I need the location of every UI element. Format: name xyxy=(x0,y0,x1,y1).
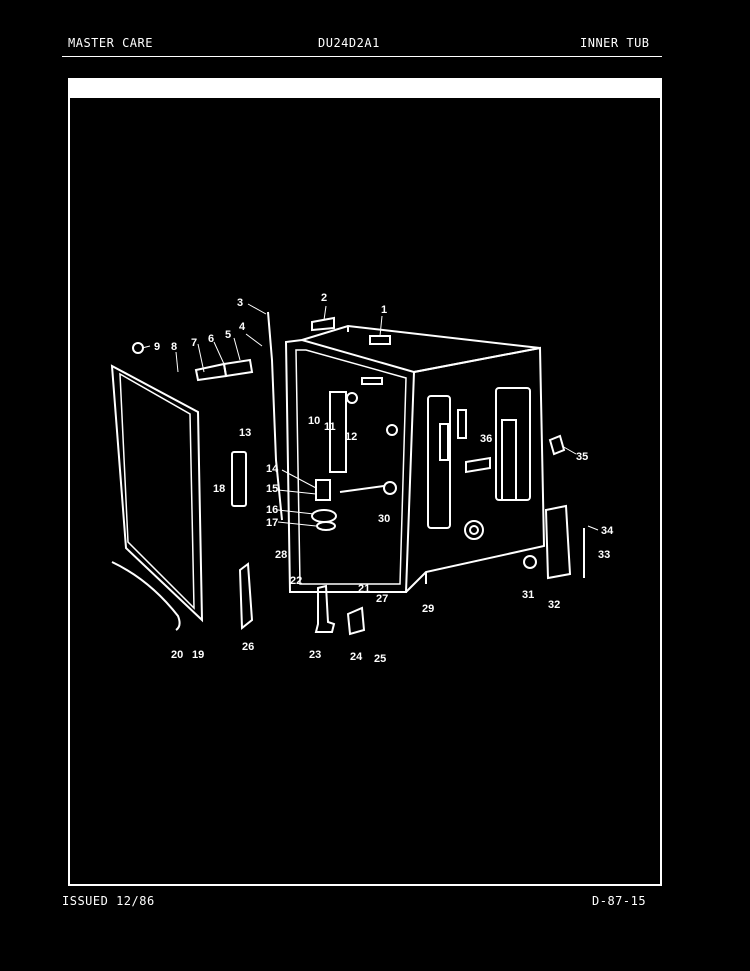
callout-15: 15 xyxy=(266,483,278,495)
diagram-frame xyxy=(68,78,662,886)
hinge-cover-13 xyxy=(231,451,247,507)
callout-23: 23 xyxy=(309,649,321,661)
tub-side xyxy=(405,346,546,593)
callout-8: 8 xyxy=(171,341,177,353)
frame-top-band xyxy=(68,78,662,98)
callout-5: 5 xyxy=(225,329,231,341)
callout-14: 14 xyxy=(266,463,279,475)
header-model: DU24D2A1 xyxy=(318,36,380,50)
callout-21: 21 xyxy=(358,583,370,595)
callout-30: 30 xyxy=(378,513,390,525)
bracket-7 xyxy=(194,362,228,382)
callout-3: 3 xyxy=(237,297,243,309)
callout-17: 17 xyxy=(266,517,278,529)
callout-7: 7 xyxy=(191,337,197,349)
roller-31 xyxy=(523,555,537,569)
header-rule xyxy=(62,56,662,57)
tub-top xyxy=(301,324,541,373)
callout-1: 1 xyxy=(381,304,387,316)
callout-19: 19 xyxy=(192,649,204,661)
callout-33: 33 xyxy=(598,549,610,561)
callout-29: 29 xyxy=(422,603,434,615)
callout-28: 28 xyxy=(275,549,287,561)
callout-20: 20 xyxy=(171,649,183,661)
callout-16: 16 xyxy=(266,504,278,516)
gasket-tail xyxy=(111,561,181,631)
vent-1 xyxy=(369,335,391,345)
footer-issued: ISSUED 12/86 xyxy=(62,894,155,908)
tub-front-frame xyxy=(284,338,416,593)
callout-24: 24 xyxy=(350,651,363,663)
callout-10: 10 xyxy=(308,415,320,427)
callout-11: 11 xyxy=(324,421,336,433)
leader-lines xyxy=(141,303,599,531)
bumper-9 xyxy=(132,342,144,354)
callout-18: 18 xyxy=(213,483,225,495)
header-section: INNER TUB xyxy=(580,36,650,50)
footer-code: D-87-15 xyxy=(592,894,647,908)
spray-arm-hub xyxy=(311,509,337,523)
side-port xyxy=(464,520,484,540)
callout-9: 9 xyxy=(154,341,160,353)
callout-35: 35 xyxy=(576,451,588,463)
part-callouts: 1 2 3 4 5 6 7 8 9 10 11 12 13 14 15 16 1… xyxy=(154,292,614,665)
fitting-30 xyxy=(383,481,397,495)
clip-2 xyxy=(311,316,335,332)
callout-12: 12 xyxy=(345,431,357,443)
bracket-32 xyxy=(544,504,572,580)
door-gasket xyxy=(110,364,204,623)
callout-2: 2 xyxy=(321,292,327,304)
callout-26: 26 xyxy=(242,641,254,653)
callout-25: 25 xyxy=(374,653,386,665)
bracket-6 xyxy=(222,358,254,378)
inner-vent xyxy=(329,391,347,473)
bracket-24 xyxy=(346,606,366,636)
callout-32: 32 xyxy=(548,599,560,611)
callout-34: 34 xyxy=(601,525,614,537)
callout-27: 27 xyxy=(376,593,388,605)
inner-tub-drawing xyxy=(110,311,585,636)
callout-4: 4 xyxy=(239,321,246,333)
callout-31: 31 xyxy=(522,589,534,601)
hinge-23 xyxy=(314,584,336,633)
callout-36: 36 xyxy=(480,433,492,445)
clip-35 xyxy=(548,434,566,456)
hinge-arm-26 xyxy=(238,562,254,631)
callout-13: 13 xyxy=(239,427,251,439)
callout-22: 22 xyxy=(290,575,302,587)
header-brand: MASTER CARE xyxy=(68,36,153,50)
side-panel-left xyxy=(427,395,451,529)
callout-6: 6 xyxy=(208,333,214,345)
